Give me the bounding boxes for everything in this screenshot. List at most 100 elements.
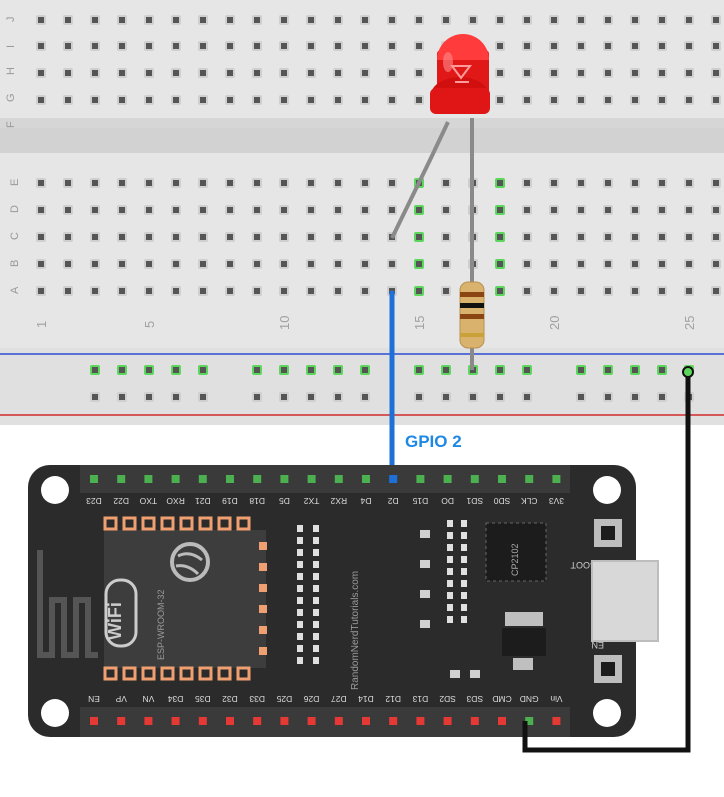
breadboard-hole [603,286,613,296]
rail-hole [657,365,667,375]
breadboard-hole [198,259,208,269]
breadboard-hole [333,178,343,188]
breadboard-hole [279,41,289,51]
breadboard-hole [144,205,154,215]
breadboard-hole [333,68,343,78]
breadboard-hole [252,41,262,51]
breadboard-hole [360,232,370,242]
module-pad [160,666,175,681]
top-pin-label: D22 [113,496,129,506]
breadboard-hole [576,286,586,296]
breadboard-hole [90,41,100,51]
breadboard-hole [360,15,370,25]
antenna-area [32,535,104,663]
breadboard-hole [90,178,100,188]
smd-pad [447,532,453,539]
top-pin: D21 [195,475,211,506]
top-pin-label: D21 [195,496,211,506]
breadboard-hole [711,178,721,188]
breadboard-hole [252,95,262,105]
bottom-pin: EN [88,694,100,725]
breadboard-hole [630,205,640,215]
top-pin: D23 [86,475,102,506]
breadboard-hole [36,205,46,215]
breadboard-hole [522,259,532,269]
smd-pad [420,530,430,538]
breadboard-hole [657,286,667,296]
antenna-trace [37,550,98,658]
bottom-pin-label: VN [142,694,154,704]
top-pin-label: D19 [222,496,238,506]
breadboard-hole [684,286,694,296]
en-label: EN [591,640,604,650]
module-pad [103,516,118,531]
breadboard-hole [657,232,667,242]
breadboard-hole [117,68,127,78]
breadboard-hole [630,68,640,78]
bottom-pin-label: D14 [358,694,374,704]
breadboard-hole [117,259,127,269]
column-number-15: 15 [412,316,427,330]
top-pin: D2 [387,475,399,506]
breadboard-hole [90,15,100,25]
breadboard-hole [495,205,505,215]
breadboard-hole [90,259,100,269]
breadboard-hole [333,41,343,51]
breadboard-hole [63,15,73,25]
breadboard-hole [279,205,289,215]
breadboard-hole [522,68,532,78]
breadboard-hole [36,232,46,242]
breadboard-hole [279,15,289,25]
breadboard-hole [198,95,208,105]
module-pad [217,516,232,531]
smd-pad [461,520,467,527]
breadboard-hole [198,232,208,242]
chip-label: CP2102 [510,543,520,576]
breadboard-hole [279,178,289,188]
rail-hole [630,365,640,375]
breadboard-hole [36,178,46,188]
breadboard-hole [387,41,397,51]
breadboard-hole [117,232,127,242]
rail-hole [495,365,505,375]
breadboard-hole [576,41,586,51]
top-pin: D19 [222,475,238,506]
bottom-pin-label: D25 [276,694,292,704]
smd-pad [470,670,480,678]
smd-pad [297,657,303,664]
breadboard-hole [711,68,721,78]
breadboard-hole [495,15,505,25]
column-number-10: 10 [277,316,292,330]
wire-ground [522,372,691,753]
breadboard-hole [306,205,316,215]
module-pad [259,563,267,571]
smd-pad [461,568,467,575]
breadboard-hole [171,68,181,78]
top-pin: D5 [279,475,290,506]
row-letter-f: F [5,121,17,128]
breadboard-hole [225,15,235,25]
breadboard-hole [630,95,640,105]
breadboard-hole [171,259,181,269]
breadboard-hole [225,232,235,242]
top-pin-label: SD0 [493,496,510,506]
breadboard-hole [360,95,370,105]
module-pad [122,666,137,681]
top-pin-label: RXO [166,496,185,506]
module-pad [122,516,137,531]
smd-pad [461,592,467,599]
breadboard-hole [333,95,343,105]
breadboard-hole [63,95,73,105]
smd-pad [313,645,319,652]
module-pad [160,516,175,531]
smd-pad [420,560,430,568]
module-pads [103,516,267,681]
breadboard-hole [144,68,154,78]
breadboard-hole [360,286,370,296]
top-pin: D18 [249,475,265,506]
breadboard-hole [711,286,721,296]
breadboard-hole [36,286,46,296]
breadboard-hole [171,286,181,296]
breadboard-hole [684,178,694,188]
breadboard-hole [198,286,208,296]
